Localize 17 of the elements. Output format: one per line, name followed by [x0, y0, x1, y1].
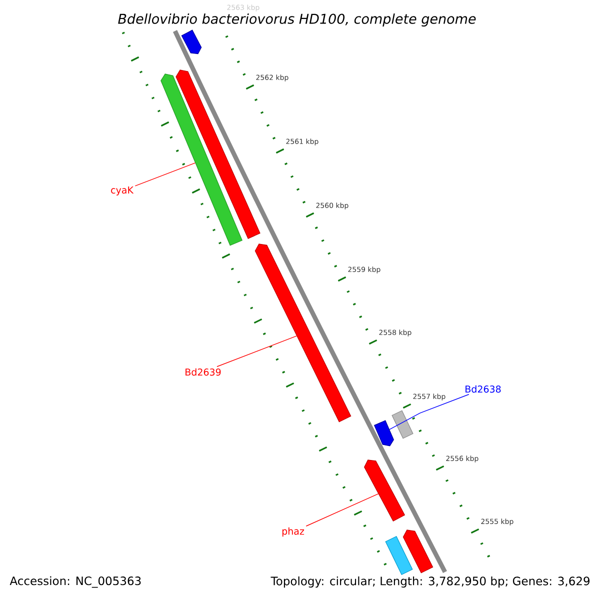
leader-line — [306, 493, 379, 526]
gene-label: Bd2638 — [466, 385, 501, 393]
gene-bar — [160, 74, 242, 246]
footer-text: Topology: circular; Length: 3,782,950 bp; Genes: 3,629 — [270, 576, 590, 588]
gene-bar — [374, 420, 394, 446]
leader-line — [134, 162, 196, 186]
gene-bar — [364, 460, 406, 522]
map-title: Bdellovibrio bacteriovorus HD100, complete genome — [118, 13, 476, 27]
gene-bar — [402, 530, 434, 574]
gene-bar — [181, 30, 202, 54]
footer-text: Accession: NC_005363 — [10, 576, 141, 588]
gene-label: cyaK — [111, 186, 134, 196]
leader-line — [389, 394, 470, 430]
gene-bar — [392, 410, 414, 439]
gene-label: Bd2639 — [186, 368, 221, 376]
leader-line — [216, 336, 297, 367]
gene-label: phaz — [282, 527, 304, 537]
